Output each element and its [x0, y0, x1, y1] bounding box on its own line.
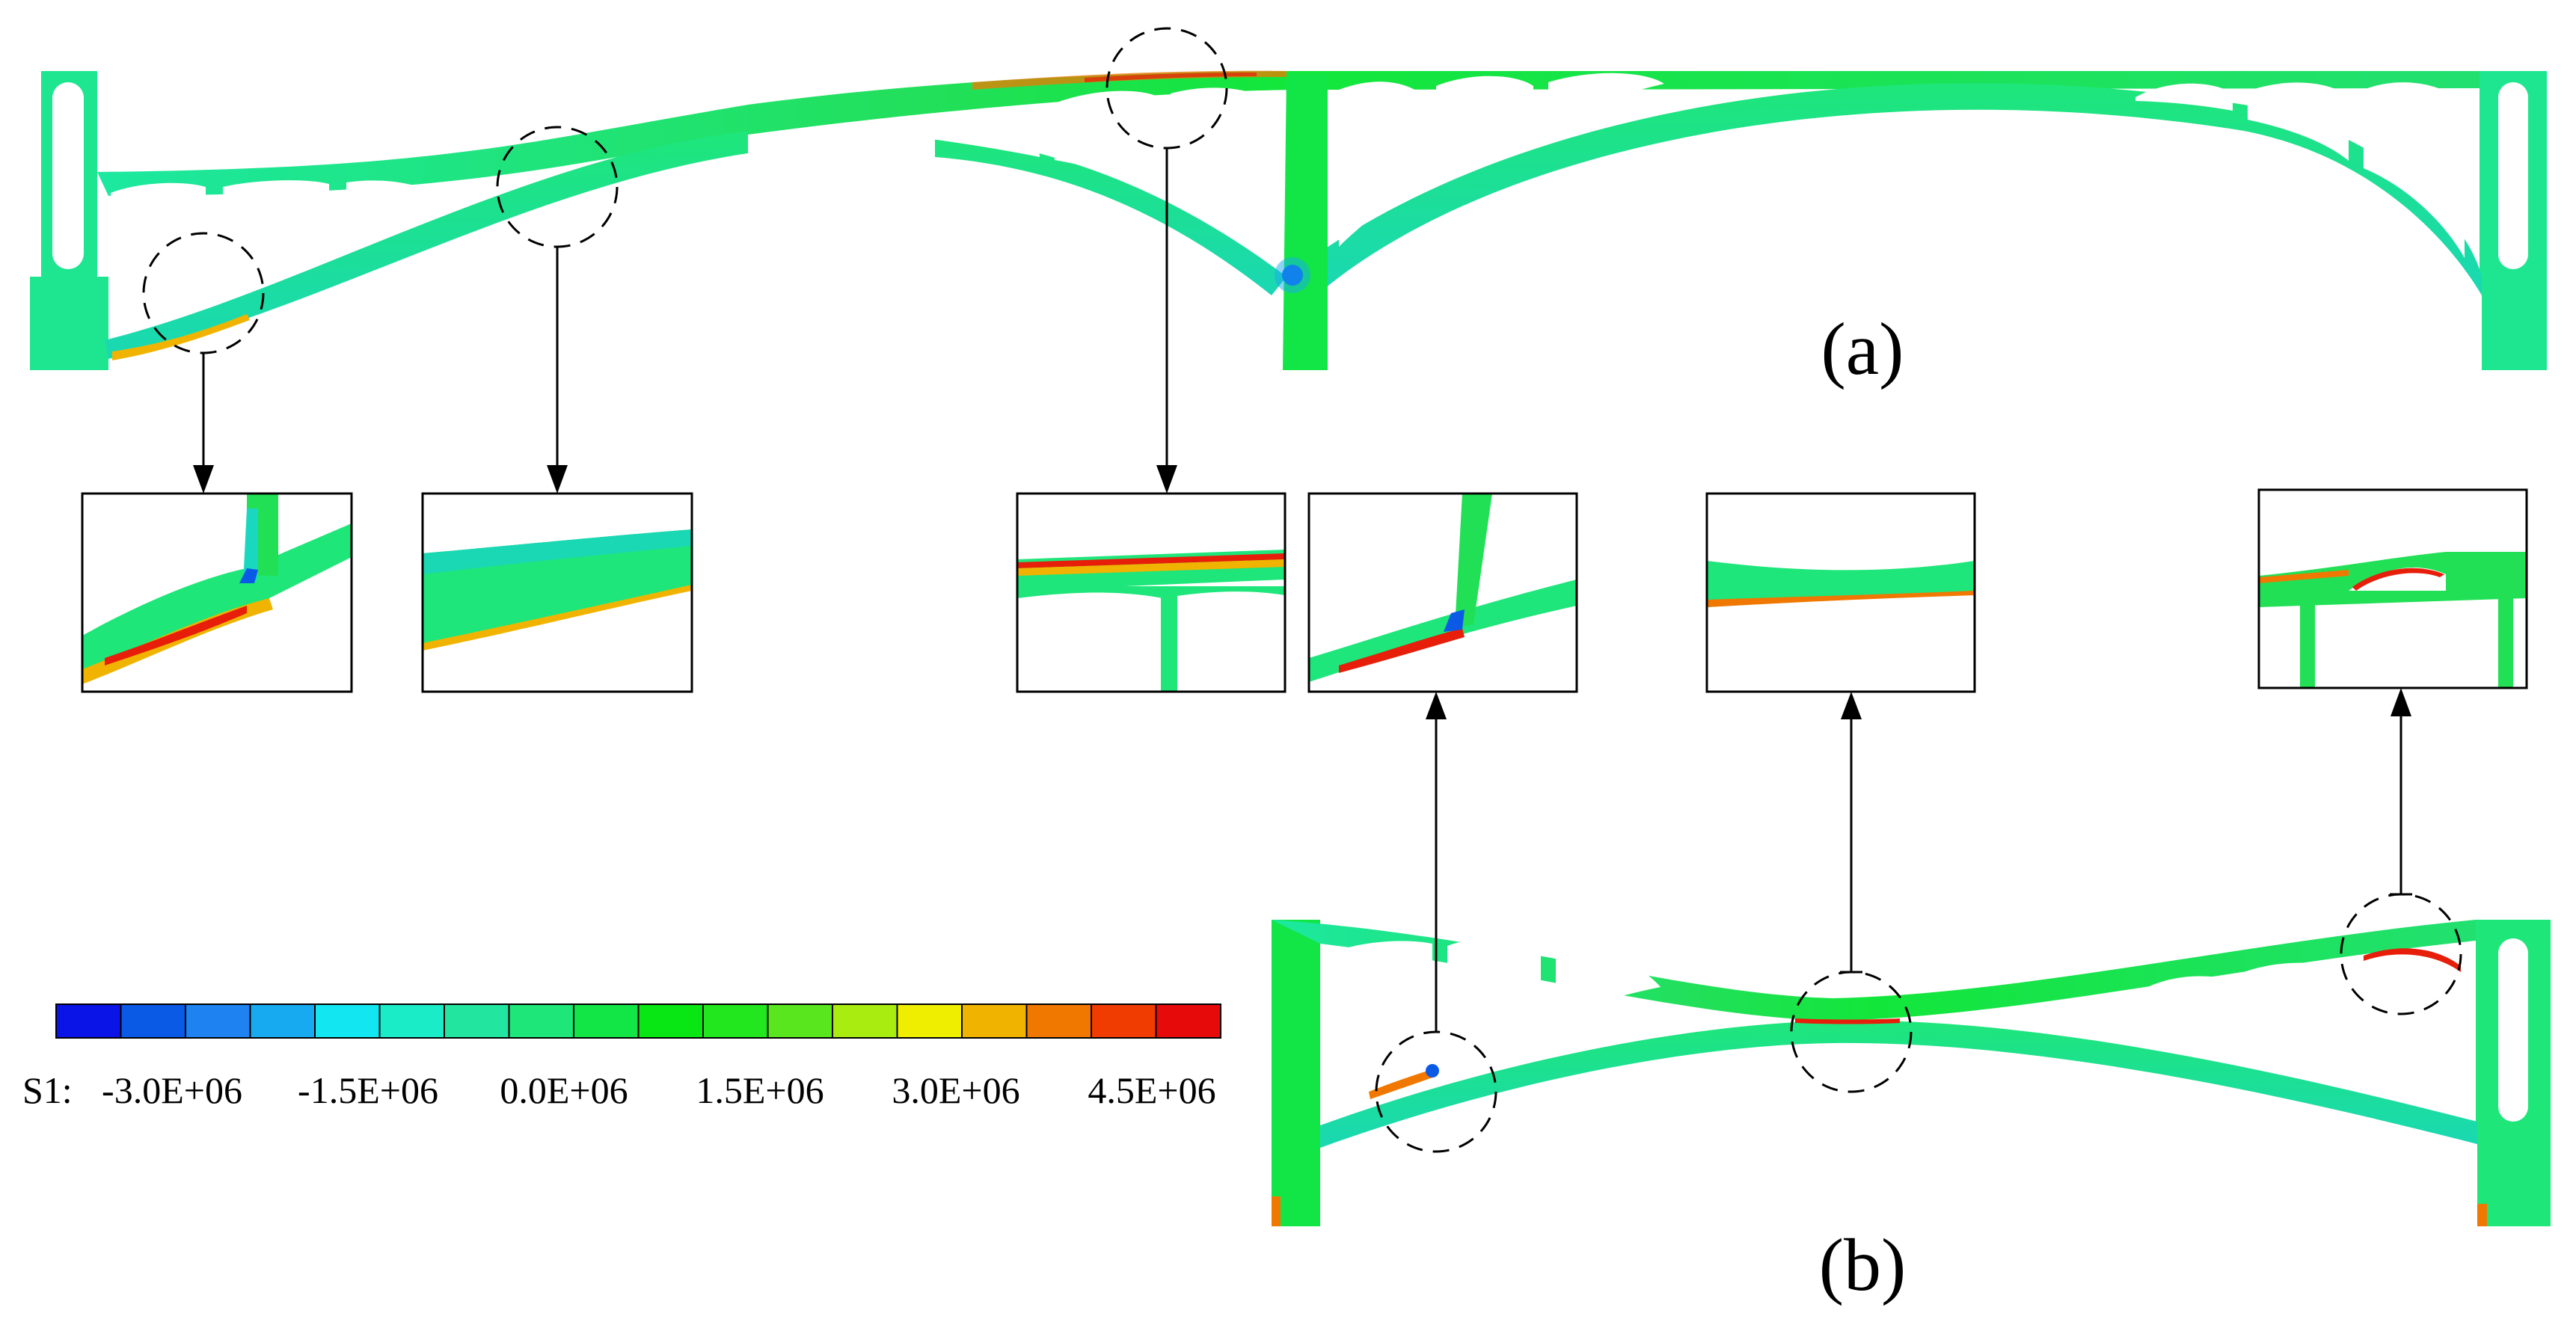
legend-swatch: [896, 1003, 963, 1039]
arrowhead-a3: [1156, 465, 1177, 494]
legend-swatch: [1155, 1003, 1221, 1039]
panel-a-middle-left-arch: [935, 135, 1287, 295]
legend-swatch: [573, 1003, 640, 1039]
panel-a-left-abutment-opening: [52, 82, 84, 269]
panel-b-structure: [1272, 920, 2551, 1226]
arrowhead-b1: [1426, 692, 1447, 719]
panel-b-callouts: [1375, 703, 2462, 1153]
panel-a-structure: [30, 70, 2547, 370]
legend-swatch: [832, 1003, 898, 1039]
legend-swatch: [1091, 1003, 1157, 1039]
legend-tick-label: -1.5E+06: [298, 1069, 438, 1111]
panel-b-label: (b): [1819, 1223, 1907, 1306]
color-legend: S1: -3.0E+06 -1.5E+06 0.0E+06 1.5E+06 3.0E+0…: [22, 1003, 1221, 1111]
panel-b-hot-spot-right: [2364, 948, 2461, 972]
panel-a-left-arch-hot: [112, 314, 250, 360]
legend-tick-label: 4.5E+06: [1088, 1069, 1215, 1111]
legend-swatch: [120, 1003, 186, 1039]
panel-b-compression-spot: [1426, 1064, 1439, 1078]
panel-a-callouts: [142, 27, 1228, 479]
legend-swatch: [314, 1003, 381, 1039]
panel-b-spandrel-openings-right: [2124, 954, 2461, 1110]
legend-tick-label: 1.5E+06: [696, 1069, 824, 1111]
legend-swatch: [508, 1003, 574, 1039]
zoom-inset-4: [1307, 492, 1578, 693]
legend-swatch: [767, 1003, 833, 1039]
panel-a-deck: [97, 71, 2480, 196]
legend-swatch: [702, 1003, 769, 1039]
panel-b-left-abutment-hot: [1272, 1196, 1281, 1226]
panel-a-label: (a): [1821, 307, 1904, 390]
panel-b-spandrel-openings-left: [1330, 938, 1660, 1118]
legend-tick-label: -3.0E+06: [102, 1069, 242, 1111]
panel-b-right-abutment-opening: [2498, 938, 2528, 1122]
zoom-inset-6: [2257, 488, 2528, 689]
arrowhead-b2: [1841, 692, 1862, 719]
panel-b-left-abutment: [1272, 920, 1320, 1226]
panel-a-left-arch: [105, 131, 748, 359]
zoom-inset-3: [1016, 492, 1287, 693]
panel-a-arrowheads: [193, 465, 1177, 494]
panel-a-pier-compression-halo: [1275, 257, 1310, 293]
arrowhead-a2: [547, 465, 568, 494]
panel-a-spandrel-openings-left: [111, 180, 449, 313]
legend-swatch: [378, 1003, 445, 1039]
arrowhead-a1: [193, 465, 214, 494]
legend-tick-labels: -3.0E+06 -1.5E+06 0.0E+06 1.5E+06 3.0E+06 4.5…: [102, 1069, 1216, 1111]
panel-a-middle-pier: [1283, 73, 1328, 370]
panel-a-right-abutment-opening: [2498, 82, 2528, 269]
legend-swatch: [637, 1003, 704, 1039]
legend-color-bar: [55, 1003, 1221, 1039]
legend-tick-label: 0.0E+06: [500, 1069, 628, 1111]
panel-a-spandrel-openings-middle: [931, 87, 1275, 266]
panel-b-arch: [1320, 1020, 2477, 1148]
panel-a-main-arch: [1287, 83, 2482, 295]
panel-b-arrowheads: [1426, 688, 2411, 719]
legend-swatch: [961, 1003, 1028, 1039]
zoom-inset-1: [81, 492, 353, 693]
panel-b-right-abutment-hot: [2477, 1204, 2487, 1226]
panel-a-spandrel-openings-main: [1339, 73, 2465, 258]
legend-swatch: [185, 1003, 251, 1039]
panel-a-hot-edge-crown: [1085, 73, 1257, 82]
legend-prefix: S1:: [22, 1069, 73, 1111]
legend-swatch: [444, 1003, 510, 1039]
legend-swatch: [1025, 1003, 1092, 1039]
legend-swatch: [249, 1003, 316, 1039]
zoom-inset-5: [1705, 492, 1976, 693]
legend-swatch: [55, 1003, 122, 1039]
panel-b-hot-spot-center: [1795, 1018, 1900, 1024]
arrowhead-b3: [2391, 688, 2411, 716]
legend-tick-label: 3.0E+06: [892, 1069, 1019, 1111]
zoom-inset-2: [421, 492, 693, 693]
panel-b-hot-spot-left: [1369, 1069, 1435, 1099]
